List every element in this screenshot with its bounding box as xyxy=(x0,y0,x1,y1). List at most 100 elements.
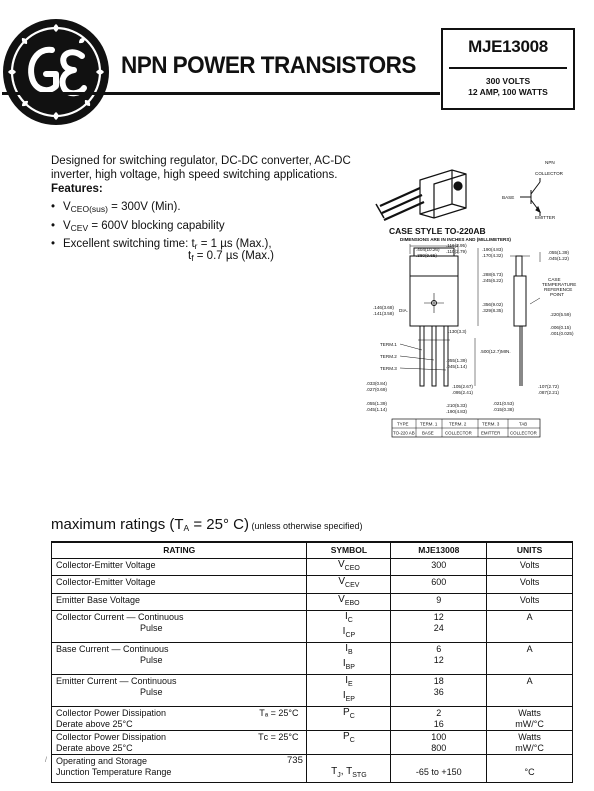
svg-text:.045(1.22): .045(1.22) xyxy=(548,256,569,261)
svg-text:.190(4.83): .190(4.83) xyxy=(446,409,467,414)
svg-text:.045(1.14): .045(1.14) xyxy=(366,407,387,412)
npn-symbol xyxy=(520,178,541,216)
header-units: UNITS xyxy=(486,541,573,559)
svg-text:.055(1.39): .055(1.39) xyxy=(446,358,467,363)
value-cell: -65 to +150 xyxy=(390,754,488,783)
ratings-header-row: RATING SYMBOL MJE13008 UNITS xyxy=(50,541,573,559)
term3-label: TERM.3 xyxy=(380,366,397,371)
svg-text:EMITTER: EMITTER xyxy=(481,431,500,436)
svg-text:.170(4.32): .170(4.32) xyxy=(482,253,503,258)
symbol-cell: VCEO xyxy=(306,557,392,576)
rating-cell: Collector-Emitter Voltage xyxy=(50,557,308,576)
svg-text:POINT: POINT xyxy=(550,292,564,297)
svg-text:.105(2.67): .105(2.67) xyxy=(452,384,473,389)
svg-text:COLLECTOR: COLLECTOR xyxy=(445,431,472,436)
scan-mark: / xyxy=(45,757,47,764)
feature-vceo: •VCEO(sus) = 300V (Min). xyxy=(51,201,181,214)
dimension-labels: .404(10.26) .380(9.65) .116(2.95) .110(2… xyxy=(366,243,576,414)
svg-text:CASE: CASE xyxy=(548,277,561,282)
header-symbol: SYMBOL xyxy=(306,541,392,559)
svg-text:.190(4.83): .190(4.83) xyxy=(482,247,503,252)
svg-text:COLLECTOR: COLLECTOR xyxy=(510,431,537,436)
svg-text:BASE: BASE xyxy=(422,431,434,436)
leader-lines xyxy=(399,248,541,386)
svg-text:.141(3.58): .141(3.58) xyxy=(373,311,394,316)
voltage-spec: 300 VOLTS xyxy=(485,76,531,86)
svg-text:.404(10.26): .404(10.26) xyxy=(416,247,440,252)
ratings-table: RATING SYMBOL MJE13008 UNITS Collector-E… xyxy=(50,541,573,783)
svg-text:.220(5.59): .220(5.59) xyxy=(550,312,571,317)
part-box-divider xyxy=(449,67,567,69)
feature-vcev: •VCEV = 600V blocking capability xyxy=(51,220,225,233)
header-rating: RATING xyxy=(50,541,308,559)
symbol-cell: VEBO xyxy=(306,592,392,611)
ratings-title: maximum ratings (TA = 25° C) (unless oth… xyxy=(51,516,363,533)
part-number-box: MJE13008 300 VOLTS 12 AMP, 100 WATTS xyxy=(441,28,575,110)
units-cell: A xyxy=(486,642,573,675)
units-cell: A xyxy=(486,674,573,707)
units-cell: Volts xyxy=(486,592,573,611)
current-power-spec: 12 AMP, 100 WATTS xyxy=(468,87,548,97)
value-cell: 300 xyxy=(390,557,488,576)
svg-text:REFERENCE: REFERENCE xyxy=(544,287,572,292)
svg-text:TERM. 1: TERM. 1 xyxy=(420,422,438,427)
svg-text:TEMPERATURE: TEMPERATURE xyxy=(542,282,576,287)
svg-text:.380(9.65): .380(9.65) xyxy=(416,253,437,258)
emitter-label: EMITTER xyxy=(535,215,556,220)
svg-text:.055(1.39): .055(1.39) xyxy=(366,401,387,406)
svg-text:.500(12.7)MIN.: .500(12.7)MIN. xyxy=(480,349,511,354)
case-title: CASE STYLE TO-220AB xyxy=(389,226,486,236)
svg-text:.130(3.3): .130(3.3) xyxy=(448,329,467,334)
svg-text:.015(0.38): .015(0.38) xyxy=(493,407,514,412)
condition: Tₐ = 25°C xyxy=(259,708,299,718)
svg-text:.033(0.84): .033(0.84) xyxy=(366,381,387,386)
rating-cell: Emitter Base Voltage xyxy=(50,592,308,611)
svg-text:TERM. 2: TERM. 2 xyxy=(449,422,467,427)
svg-text:.045(1.14): .045(1.14) xyxy=(446,364,467,369)
svg-text:.146(3.68): .146(3.68) xyxy=(373,305,394,310)
symbol-cell: PC xyxy=(306,730,392,755)
svg-text:.116(2.95): .116(2.95) xyxy=(446,243,467,248)
page-title: NPN POWER TRANSISTORS xyxy=(121,52,416,79)
svg-text:DIA.: DIA. xyxy=(399,308,408,313)
units-cell: °C xyxy=(486,754,573,783)
value-cell: 600 xyxy=(390,575,488,594)
svg-text:.021(0.53): .021(0.53) xyxy=(493,401,514,406)
svg-text:.095(2.41): .095(2.41) xyxy=(452,390,473,395)
svg-text:.245(6.22): .245(6.22) xyxy=(482,278,503,283)
front-view xyxy=(409,244,459,387)
svg-text:TERM. 3: TERM. 3 xyxy=(482,422,500,427)
term1-label: TERM.1 xyxy=(380,342,397,347)
svg-text:.006(0.15): .006(0.15) xyxy=(550,325,571,330)
svg-text:.356(9.02): .356(9.02) xyxy=(482,302,503,307)
feature-fall-time: tf = 0.7 µs (Max.) xyxy=(188,250,275,263)
page-number: 735 xyxy=(287,755,303,766)
bullet: • xyxy=(51,201,56,213)
svg-text:.087(2.21): .087(2.21) xyxy=(538,390,559,395)
header-value: MJE13008 xyxy=(390,541,488,559)
units-cell: Volts xyxy=(486,575,573,594)
svg-text:.210(5.33): .210(5.33) xyxy=(446,403,467,408)
bullet: • xyxy=(51,220,56,232)
rating-cell: Collector-Emitter Voltage xyxy=(50,575,308,594)
svg-text:TYPE: TYPE xyxy=(397,422,409,427)
